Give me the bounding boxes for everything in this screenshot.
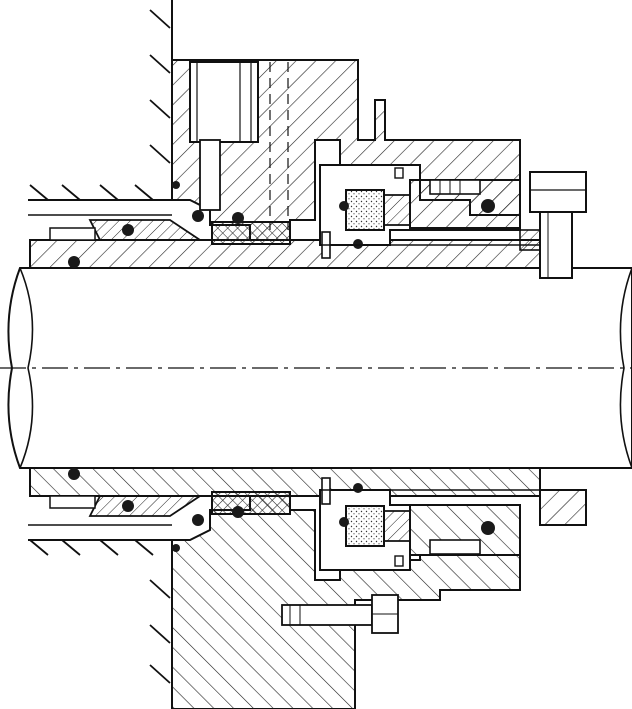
shaft-sleeve bbox=[29, 239, 541, 497]
o-ring bbox=[232, 506, 244, 518]
throat-bushing bbox=[49, 219, 203, 517]
cap-screw bbox=[281, 594, 399, 634]
o-ring bbox=[68, 256, 80, 268]
o-ring bbox=[172, 181, 180, 189]
o-rings bbox=[68, 181, 495, 552]
carbon-seal-ring bbox=[345, 189, 411, 547]
o-ring bbox=[232, 212, 244, 224]
o-ring bbox=[481, 521, 495, 535]
o-ring bbox=[339, 517, 349, 527]
o-ring bbox=[339, 201, 349, 211]
drive-collar bbox=[519, 171, 587, 526]
o-ring bbox=[122, 500, 134, 512]
o-ring bbox=[122, 224, 134, 236]
o-ring bbox=[481, 199, 495, 213]
o-ring bbox=[353, 239, 363, 249]
packing-ring bbox=[211, 221, 291, 515]
shaft bbox=[0, 267, 632, 469]
flush-port bbox=[189, 61, 259, 143]
o-ring bbox=[192, 210, 204, 222]
o-ring bbox=[68, 468, 80, 480]
pump-casing bbox=[28, 0, 173, 709]
set-screw bbox=[429, 179, 481, 555]
o-ring bbox=[192, 514, 204, 526]
detail-lines bbox=[320, 167, 540, 567]
o-ring bbox=[172, 544, 180, 552]
o-ring bbox=[353, 483, 363, 493]
